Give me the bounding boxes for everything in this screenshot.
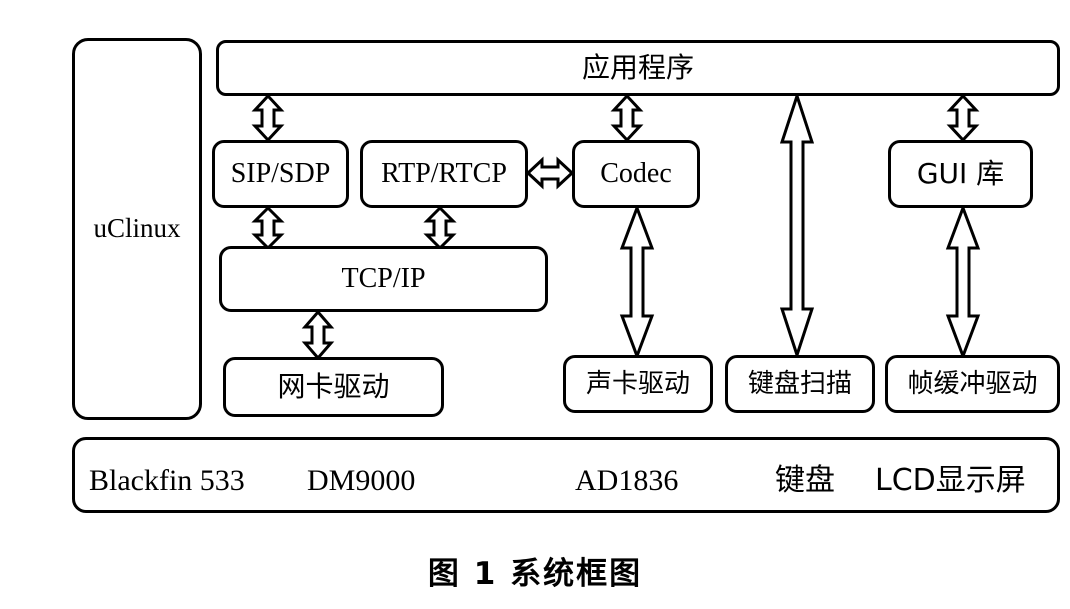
driver-framebuffer-label: 帧缓冲驱动: [907, 368, 1038, 399]
arrow-app-to-gui: [943, 94, 983, 142]
module-gui-library[interactable]: GUI 库: [888, 140, 1033, 208]
module-rtp-rtcp-label: RTP/RTCP: [381, 157, 507, 189]
os-layer-label: uClinux: [93, 213, 181, 244]
application-layer-label: 应用程序: [581, 50, 694, 84]
driver-sound-card[interactable]: 声卡驱动: [563, 355, 713, 413]
module-gui-library-label: GUI 库: [916, 156, 1005, 190]
driver-keyboard-scan[interactable]: 键盘扫描: [725, 355, 875, 413]
hardware-item-keypad: 键盘: [775, 463, 835, 498]
application-layer[interactable]: 应用程序: [216, 40, 1060, 96]
driver-framebuffer[interactable]: 帧缓冲驱动: [885, 355, 1060, 413]
hardware-item-cpu: Blackfin 533: [89, 464, 245, 497]
module-codec[interactable]: Codec: [572, 140, 700, 208]
arrow-sip-to-tcpip: [248, 206, 288, 250]
arrow-app-to-sip: [248, 94, 288, 142]
arrow-app-to-keyboard-scan: [775, 94, 819, 357]
module-rtp-rtcp[interactable]: RTP/RTCP: [360, 140, 528, 208]
arrow-app-to-codec: [607, 94, 647, 142]
arrow-tcpip-to-nic-driver: [298, 310, 338, 360]
arrow-rtp-to-codec: [526, 152, 574, 194]
driver-network-card-label: 网卡驱动: [277, 369, 390, 403]
arrow-codec-to-sound-driver: [615, 206, 659, 358]
module-tcp-ip-label: TCP/IP: [341, 262, 426, 294]
figure-caption: 图 1 系统框图: [427, 556, 643, 592]
driver-sound-card-label: 声卡驱动: [585, 368, 690, 399]
module-tcp-ip[interactable]: TCP/IP: [219, 246, 548, 312]
arrow-gui-to-framebuffer-driver: [941, 206, 985, 358]
hardware-item-audio-codec: AD1836: [575, 464, 679, 497]
hardware-layer[interactable]: Blackfin 533 DM9000 AD1836 键盘 LCD显示屏: [72, 437, 1060, 513]
hardware-item-display: LCD显示屏: [875, 463, 1026, 498]
os-layer-uclinux[interactable]: uClinux: [72, 38, 202, 420]
hardware-layer-items: Blackfin 533 DM9000 AD1836 键盘 LCD显示屏: [75, 440, 1057, 510]
module-sip-sdp[interactable]: SIP/SDP: [212, 140, 349, 208]
module-codec-label: Codec: [600, 157, 672, 189]
driver-keyboard-scan-label: 键盘扫描: [747, 368, 852, 399]
arrow-rtp-to-tcpip: [420, 206, 460, 250]
hardware-item-ethernet: DM9000: [307, 464, 416, 497]
driver-network-card[interactable]: 网卡驱动: [223, 357, 444, 417]
module-sip-sdp-label: SIP/SDP: [230, 157, 331, 189]
